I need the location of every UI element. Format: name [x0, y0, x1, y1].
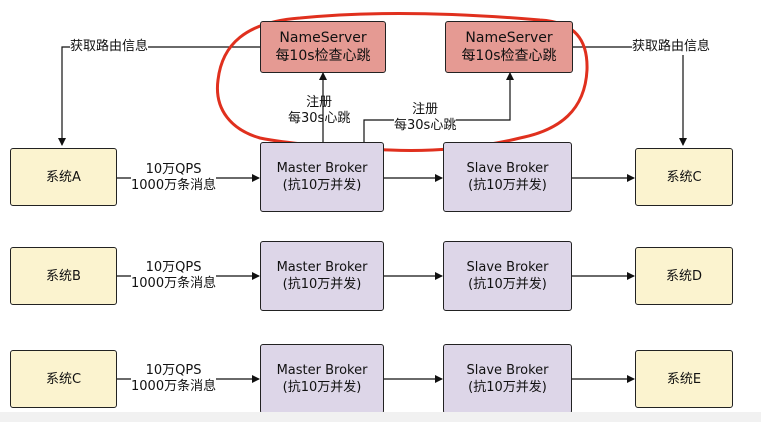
producer-label: 系统B	[46, 268, 81, 284]
route-label-left: 获取路由信息	[70, 39, 149, 55]
nameserver-title: NameServer	[465, 30, 553, 46]
slave-broker-title: Slave Broker	[466, 260, 549, 275]
master-broker-title: Master Broker	[276, 260, 368, 275]
nameserver-title: NameServer	[279, 30, 367, 46]
consumer-label: 系统E	[666, 371, 702, 387]
consumer-label: 系统C	[666, 169, 702, 185]
traffic-qps: 10万QPS	[145, 162, 202, 177]
master-broker-title: Master Broker	[276, 161, 368, 176]
consumer-box-1: 系统C	[635, 148, 733, 206]
slave-broker-box-3: Slave Broker (抗10万并发)	[443, 344, 572, 414]
route-line-right	[573, 46, 687, 146]
bottom-edge-strip	[0, 412, 761, 422]
nameserver-box-1: NameServer 每10s检查心跳	[260, 21, 386, 73]
master-broker-capacity: (抗10万并发)	[282, 277, 362, 292]
master-broker-capacity: (抗10万并发)	[282, 178, 362, 193]
producer-box-1: 系统A	[10, 148, 117, 206]
master-broker-box-1: Master Broker (抗10万并发)	[260, 142, 384, 212]
producer-box-2: 系统B	[10, 247, 117, 305]
slave-broker-title: Slave Broker	[466, 161, 549, 176]
route-line-left	[58, 46, 260, 146]
traffic-qps: 10万QPS	[145, 260, 202, 275]
producer-label: 系统A	[46, 169, 81, 185]
slave-broker-capacity: (抗10万并发)	[468, 380, 547, 395]
slave-broker-title: Slave Broker	[466, 363, 549, 378]
consumer-box-2: 系统D	[635, 247, 733, 305]
slave-broker-capacity: (抗10万并发)	[468, 277, 547, 292]
register-label-slave: 注册 每30s心跳	[394, 102, 457, 134]
consumer-box-3: 系统E	[635, 350, 733, 408]
traffic-label-1: 10万QPS 1000万条消息	[131, 162, 217, 194]
consumer-label: 系统D	[665, 268, 702, 284]
producer-label: 系统C	[45, 371, 82, 387]
master-broker-box-3: Master Broker (抗10万并发)	[260, 344, 384, 414]
slave-broker-capacity: (抗10万并发)	[468, 178, 547, 193]
traffic-qps: 10万QPS	[145, 363, 202, 378]
slave-broker-box-1: Slave Broker (抗10万并发)	[443, 142, 572, 212]
register-label-master: 注册 每30s心跳	[288, 95, 350, 127]
slave-broker-box-2: Slave Broker (抗10万并发)	[443, 241, 572, 311]
master-broker-title: Master Broker	[276, 363, 368, 378]
nameserver-box-2: NameServer 每10s检查心跳	[445, 21, 573, 73]
master-broker-box-2: Master Broker (抗10万并发)	[260, 241, 384, 311]
traffic-label-3: 10万QPS 1000万条消息	[131, 363, 217, 395]
register-heartbeat: 每30s心跳	[288, 111, 351, 126]
traffic-messages: 1000万条消息	[131, 178, 217, 193]
nameserver-subtitle: 每10s检查心跳	[461, 48, 557, 64]
traffic-messages: 1000万条消息	[131, 379, 217, 394]
nameserver-subtitle: 每10s检查心跳	[275, 48, 371, 64]
traffic-messages: 1000万条消息	[131, 276, 217, 291]
route-label-right: 获取路由信息	[632, 39, 711, 55]
master-broker-capacity: (抗10万并发)	[282, 380, 362, 395]
register-action: 注册	[306, 95, 333, 110]
register-action: 注册	[394, 102, 457, 118]
producer-box-3: 系统C	[10, 350, 117, 408]
register-heartbeat: 每30s心跳	[394, 118, 457, 134]
traffic-label-2: 10万QPS 1000万条消息	[131, 260, 217, 292]
